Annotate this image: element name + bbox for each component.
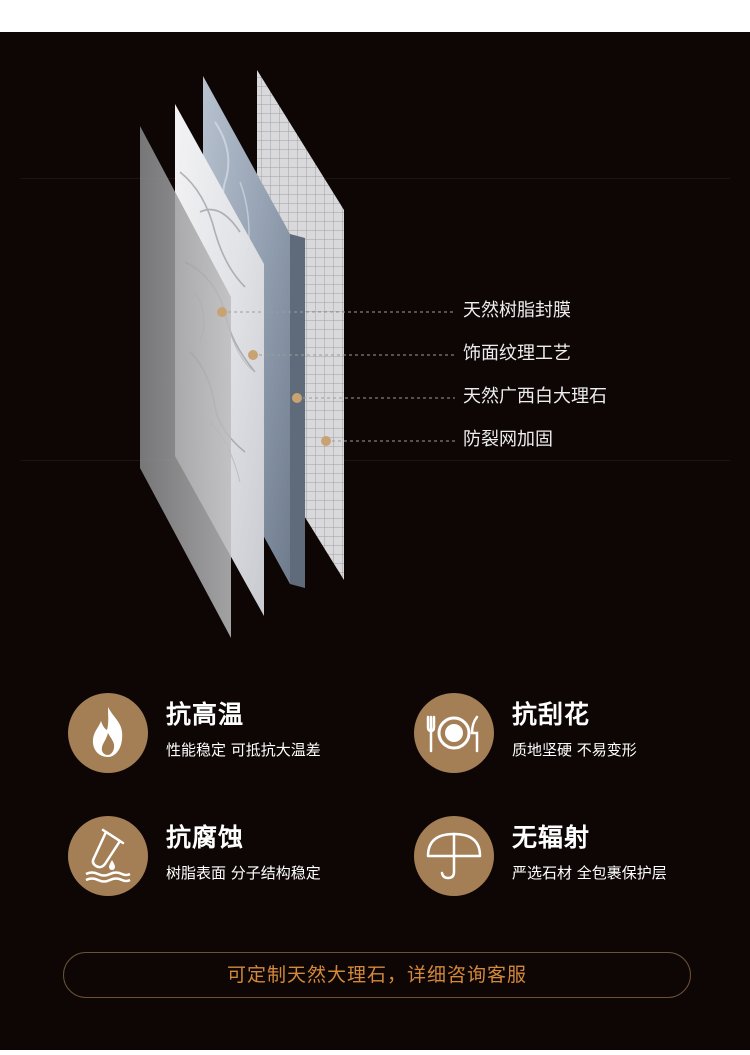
layer-diagram xyxy=(140,70,455,638)
icon-circle xyxy=(68,816,148,896)
feature-title: 无辐射 xyxy=(512,823,591,852)
marker-dot xyxy=(292,393,302,403)
umbrella-icon xyxy=(426,832,482,880)
feature-desc: 树脂表面 分子结构稳定 xyxy=(166,864,321,882)
icon-circle xyxy=(414,816,494,896)
layer-label-crack-mesh: 防裂网加固 xyxy=(463,429,553,450)
test-tube-drop-icon xyxy=(85,828,131,883)
icon-circle xyxy=(414,693,494,773)
icon-circle xyxy=(68,693,148,773)
marker-dot xyxy=(217,307,227,317)
layer-label-resin-film: 天然树脂封膜 xyxy=(463,300,571,321)
feature-desc: 质地坚硬 不易变形 xyxy=(512,741,637,759)
marker-dot xyxy=(321,436,331,446)
layer-label-marble: 天然广西白大理石 xyxy=(463,386,607,407)
feature-title: 抗刮花 xyxy=(512,700,591,729)
feature-title: 抗腐蚀 xyxy=(166,823,245,852)
stone-slab-side xyxy=(290,234,305,588)
bottom-strip xyxy=(0,1050,750,1055)
feature-desc: 严选石材 全包裹保护层 xyxy=(512,864,667,882)
layer-label-texture-process: 饰面纹理工艺 xyxy=(463,343,571,364)
feature-title: 抗高温 xyxy=(166,700,245,729)
guide-line xyxy=(20,178,730,179)
plate-cutlery-icon xyxy=(426,715,479,753)
marker-dot xyxy=(248,350,258,360)
feature-desc: 性能稳定 可抵抗大温差 xyxy=(166,741,321,759)
flame-icon xyxy=(92,707,123,757)
guide-line xyxy=(20,460,730,461)
product-panel: 天然树脂封膜 饰面纹理工艺 天然广西白大理石 防裂网加固 抗高温 性能稳定 可抵… xyxy=(0,32,750,1050)
resin-film-layer xyxy=(140,126,231,638)
contact-banner[interactable]: 可定制天然大理石，详细咨询客服 xyxy=(63,952,691,998)
